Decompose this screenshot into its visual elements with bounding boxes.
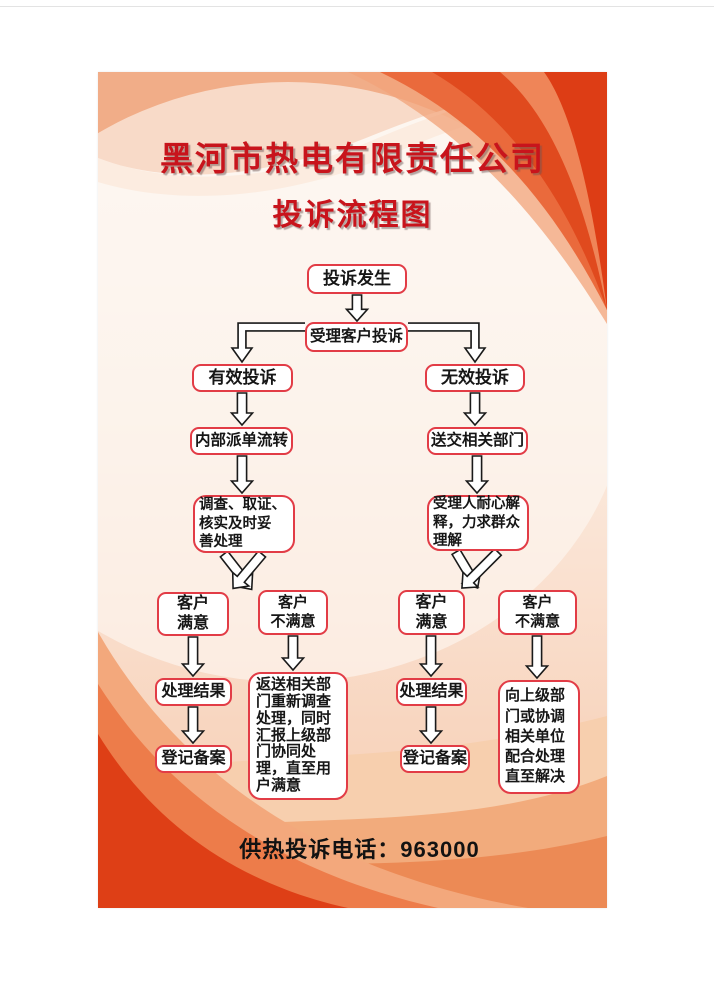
node-escalate-coordinate: 向上级部 门或协调 相关单位 配合处理 直至解决 bbox=[498, 680, 580, 794]
node-result-right-label: 处理结果 bbox=[399, 683, 464, 700]
block-arrow bbox=[418, 706, 444, 745]
complaint-flowchart-poster: 黑河市热电有限责任公司 投诉流程图 投诉发生 受理客户投诉 有效投诉 无效投诉 … bbox=[98, 72, 607, 908]
node-send-department: 送交相关部门 bbox=[427, 427, 528, 455]
node-patient-explain: 受理人耐心解 释，力求群众 理解 bbox=[427, 495, 529, 551]
node-escalate-coordinate-label: 向上级部 门或协调 相关单位 配合处理 直至解决 bbox=[505, 687, 566, 786]
elbow-connector-right bbox=[408, 322, 487, 364]
node-investigate-verify: 调查、取证、 核实及时妥 善处理 bbox=[193, 495, 295, 553]
block-arrow bbox=[180, 636, 206, 678]
node-patient-explain-label: 受理人耐心解 释，力求群众 理解 bbox=[433, 496, 520, 550]
window-top-border bbox=[0, 6, 714, 7]
node-customer-satisfied-right: 客户 满意 bbox=[398, 590, 465, 635]
node-resend-reinvestigate: 返送相关部 门重新调查 处理，同时 汇报上级部 门协同处 理，直至用 户满意 bbox=[248, 672, 348, 800]
block-arrow bbox=[231, 549, 267, 590]
block-arrow bbox=[461, 547, 503, 589]
node-complaint-start: 投诉发生 bbox=[307, 264, 407, 294]
node-customer-satisfied-left-label: 客户 满意 bbox=[176, 595, 209, 632]
node-customer-satisfied-right-label: 客户 满意 bbox=[415, 593, 448, 631]
node-register-right: 登记备案 bbox=[400, 745, 470, 773]
block-arrow bbox=[524, 635, 550, 680]
node-customer-unsatisfied-right: 客户 不满意 bbox=[498, 590, 577, 635]
node-invalid-complaint: 无效投诉 bbox=[425, 364, 525, 392]
hotline-number: 963000 bbox=[400, 837, 480, 862]
node-internal-dispatch: 内部派单流转 bbox=[190, 427, 293, 455]
node-register-left-label: 登记备案 bbox=[161, 750, 226, 767]
hotline-label: 供热投诉电话： bbox=[239, 837, 401, 862]
block-arrow bbox=[229, 392, 255, 427]
node-investigate-verify-label: 调查、取证、 核实及时妥 善处理 bbox=[199, 497, 286, 551]
node-complaint-start-label: 投诉发生 bbox=[323, 269, 391, 289]
node-invalid-complaint-label: 无效投诉 bbox=[441, 368, 509, 388]
block-arrow bbox=[450, 548, 482, 590]
block-arrow bbox=[219, 550, 254, 591]
block-arrow bbox=[418, 635, 444, 678]
poster-title-line2: 投诉流程图 bbox=[272, 199, 433, 232]
node-valid-complaint: 有效投诉 bbox=[192, 364, 293, 392]
elbow-connector-left bbox=[230, 322, 305, 364]
node-result-right: 处理结果 bbox=[396, 678, 467, 706]
block-arrow bbox=[180, 706, 206, 745]
block-arrow bbox=[344, 294, 370, 323]
node-internal-dispatch-label: 内部派单流转 bbox=[195, 432, 289, 450]
poster-title-line1: 黑河市热电有限责任公司 bbox=[160, 140, 545, 177]
block-arrow bbox=[462, 392, 488, 427]
node-valid-complaint-label: 有效投诉 bbox=[208, 368, 277, 388]
block-arrow bbox=[464, 455, 490, 495]
node-result-left-label: 处理结果 bbox=[161, 683, 226, 700]
node-register-left: 登记备案 bbox=[155, 745, 232, 773]
node-accept-complaint-label: 受理客户投诉 bbox=[310, 328, 404, 346]
node-customer-unsatisfied-left: 客户 不满意 bbox=[258, 590, 328, 635]
node-send-department-label: 送交相关部门 bbox=[431, 432, 525, 450]
node-accept-complaint: 受理客户投诉 bbox=[305, 322, 408, 352]
node-resend-reinvestigate-label: 返送相关部 门重新调查 处理，同时 汇报上级部 门协同处 理，直至用 户满意 bbox=[256, 676, 332, 794]
hotline-text: 供热投诉电话：963000 bbox=[98, 832, 607, 864]
node-register-right-label: 登记备案 bbox=[403, 750, 468, 767]
block-arrow bbox=[280, 635, 306, 672]
node-customer-unsatisfied-right-label: 客户 不满意 bbox=[514, 593, 560, 630]
block-arrow bbox=[229, 455, 255, 495]
node-customer-unsatisfied-left-label: 客户 不满意 bbox=[270, 593, 316, 630]
node-result-left: 处理结果 bbox=[155, 678, 232, 706]
node-customer-satisfied-left: 客户 满意 bbox=[157, 592, 229, 636]
